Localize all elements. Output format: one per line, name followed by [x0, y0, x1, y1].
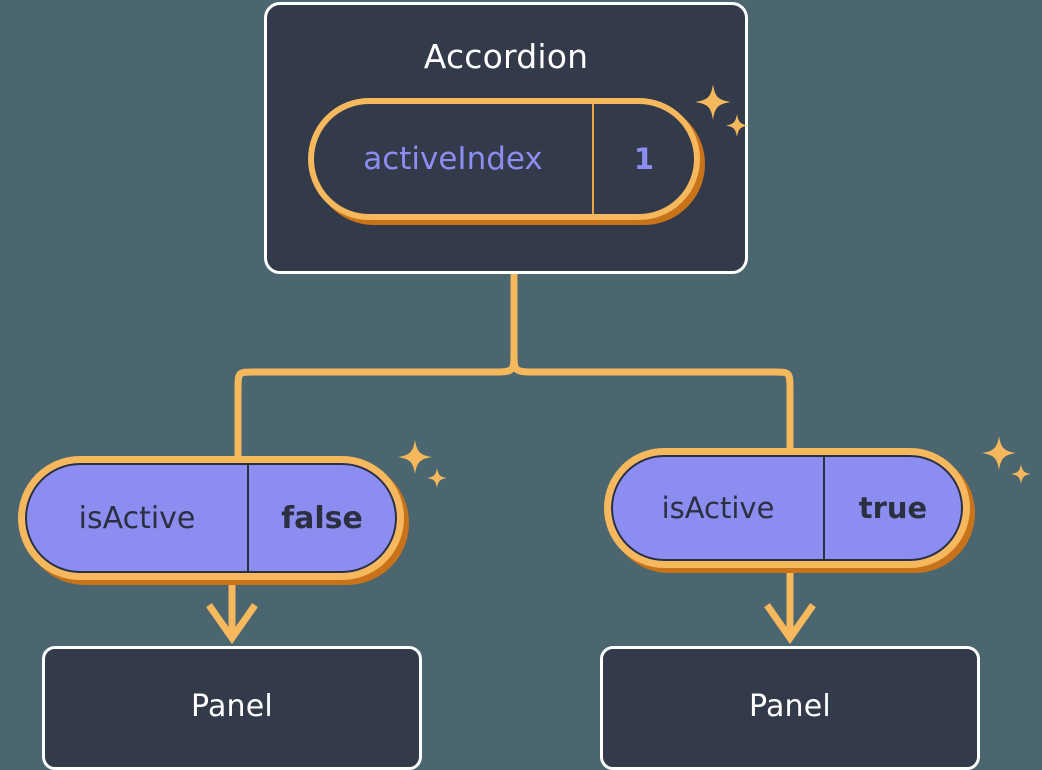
- sparkle-icon: [980, 436, 1034, 494]
- state-value-label: 1: [633, 142, 655, 176]
- state-key-label: isActive: [27, 465, 249, 571]
- connector-to-right: [510, 348, 794, 460]
- state-pill-active-index[interactable]: activeIndex 1: [308, 98, 705, 225]
- pill-body[interactable]: activeIndex 1: [308, 98, 700, 220]
- connector-to-left: [234, 348, 518, 466]
- panel-label: Panel: [749, 688, 831, 724]
- state-value-label: false: [281, 500, 363, 536]
- pill-body[interactable]: isActive true: [604, 448, 970, 568]
- sparkle-icon: [396, 440, 450, 498]
- panel-box-right[interactable]: Panel: [600, 646, 980, 770]
- panel-box-left[interactable]: Panel: [42, 646, 422, 770]
- state-pill-is-active-left[interactable]: isActive false: [18, 456, 409, 585]
- pill-inner-outline: isActive false: [25, 463, 397, 573]
- accordion-title: Accordion: [423, 37, 589, 76]
- panel-label: Panel: [191, 688, 273, 724]
- pill-body[interactable]: isActive false: [18, 456, 404, 580]
- state-pill-is-active-right[interactable]: isActive true: [604, 448, 975, 573]
- state-value-label: true: [858, 491, 928, 525]
- state-key-label: isActive: [613, 457, 825, 559]
- state-key-label: activeIndex: [314, 104, 594, 214]
- arrow-head-right: [764, 603, 816, 645]
- arrow-head-left: [206, 603, 258, 645]
- pill-inner-outline: isActive true: [611, 455, 963, 561]
